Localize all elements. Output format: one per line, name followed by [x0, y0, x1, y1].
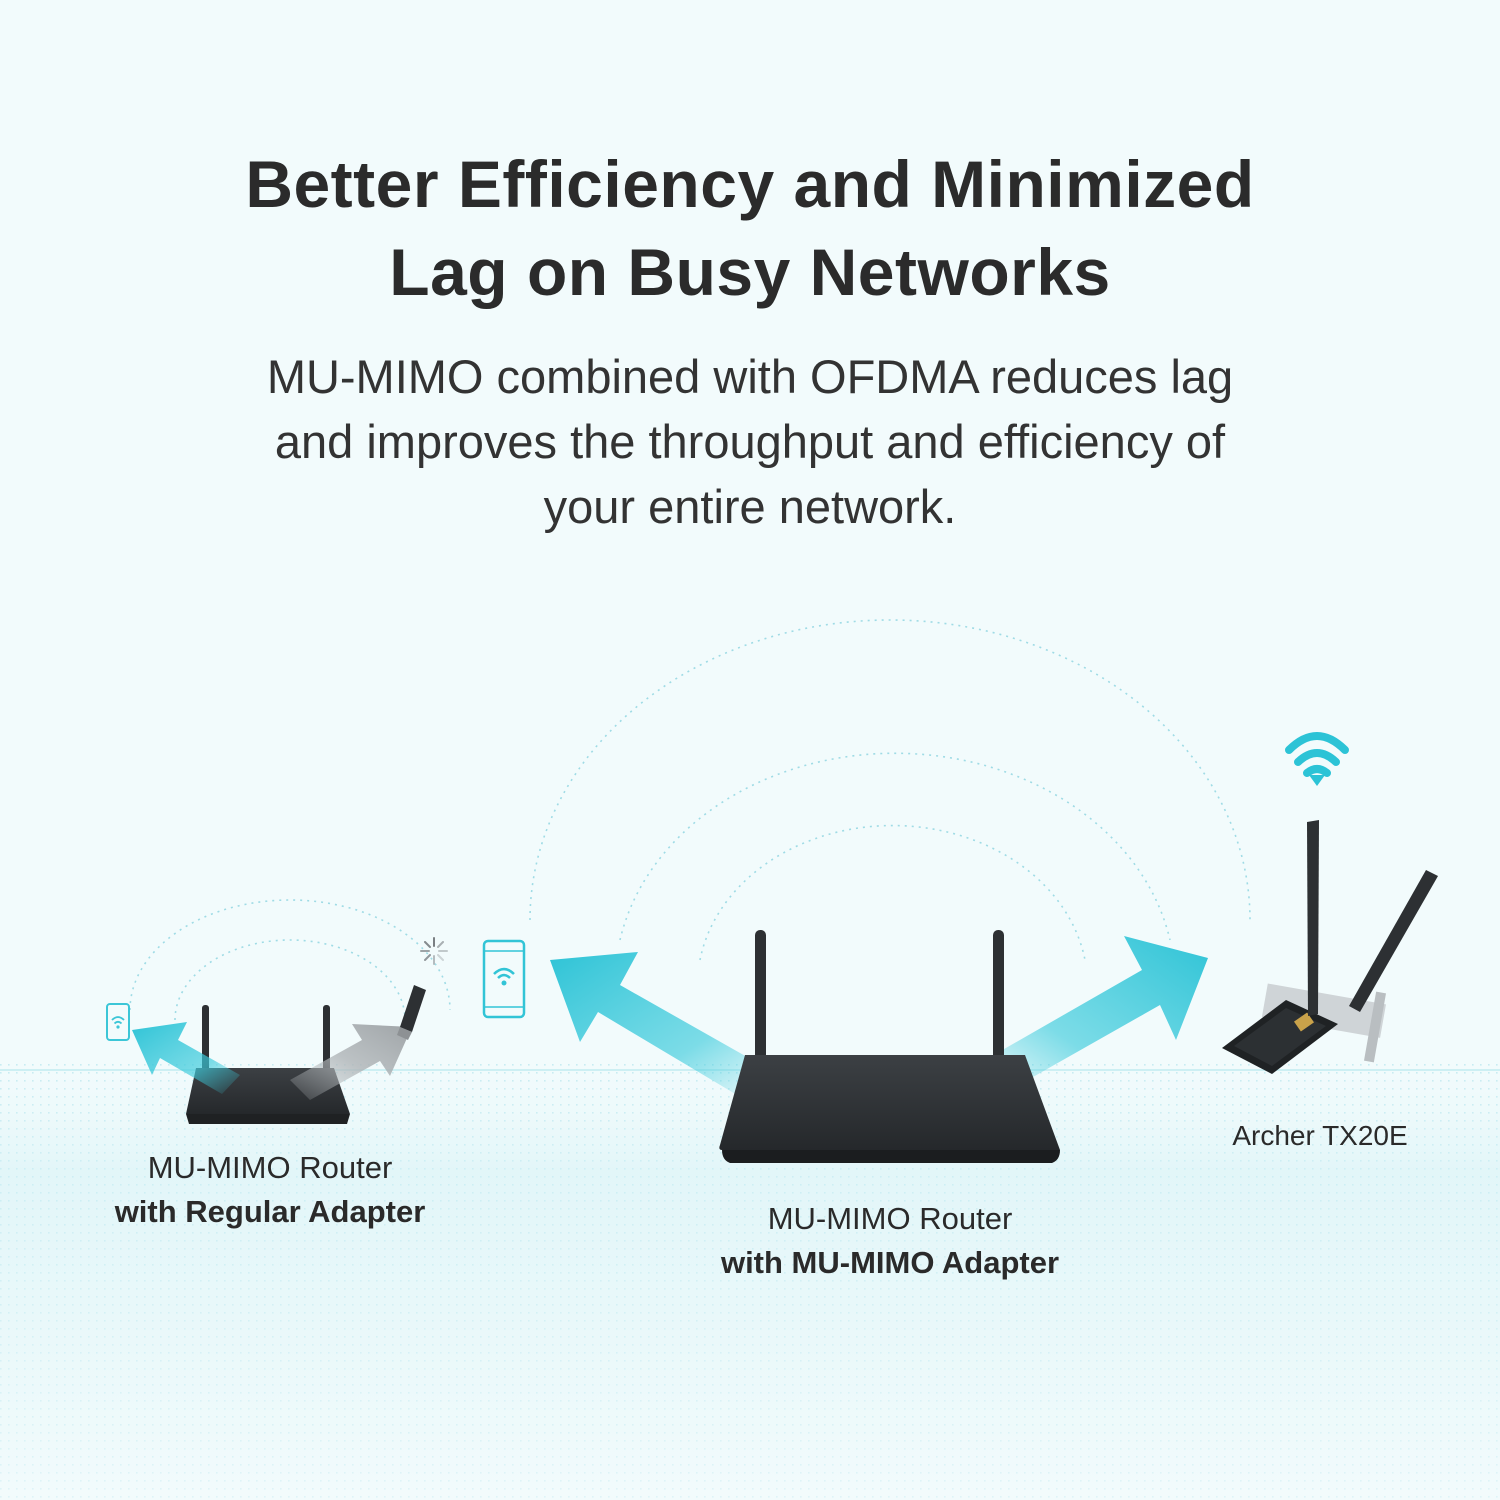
left-cyan-arrow [132, 1022, 240, 1094]
caption-archer-tx20e: Archer TX20E [1190, 1114, 1450, 1158]
wifi-signal-dot [1309, 775, 1325, 786]
headline-line-1: Better Efficiency and Minimized [245, 147, 1255, 221]
subtext-line-3: your entire network. [543, 480, 957, 533]
caption-center-line-2: with MU-MIMO Adapter [720, 1245, 1060, 1280]
subtext-line-1: MU-MIMO combined with OFDMA reduces lag [266, 350, 1234, 403]
page-subtext: MU-MIMO combined with OFDMA reduces lag … [0, 344, 1500, 539]
archer-tx20e-card [1222, 820, 1438, 1074]
center-router [719, 930, 1060, 1163]
center-left-arrow [550, 952, 770, 1098]
wifi-signal-icon [1285, 732, 1349, 777]
smartphone-wifi-icon [482, 939, 526, 1019]
smartphone-wifi-icon [106, 1003, 130, 1041]
caption-center-line-1: MU-MIMO Router [767, 1201, 1013, 1236]
headline-line-2: Lag on Busy Networks [389, 235, 1111, 309]
subtext-line-2: and improves the throughput and efficien… [274, 415, 1226, 468]
usb-adapter [397, 985, 426, 1040]
caption-left-line-1: MU-MIMO Router [147, 1150, 393, 1185]
caption-regular-adapter: MU-MIMO Router with Regular Adapter [70, 1146, 470, 1234]
caption-left-line-2: with Regular Adapter [114, 1194, 426, 1229]
caption-right-line-1: Archer TX20E [1232, 1120, 1408, 1151]
loading-spinner-icon [420, 937, 448, 965]
caption-mu-mimo-adapter: MU-MIMO Router with MU-MIMO Adapter [640, 1197, 1140, 1285]
center-right-arrow [985, 936, 1208, 1090]
page-headline: Better Efficiency and Minimized Lag on B… [0, 140, 1500, 316]
left-gray-arrow [290, 1024, 412, 1100]
signal-arcs [129, 619, 1251, 1021]
